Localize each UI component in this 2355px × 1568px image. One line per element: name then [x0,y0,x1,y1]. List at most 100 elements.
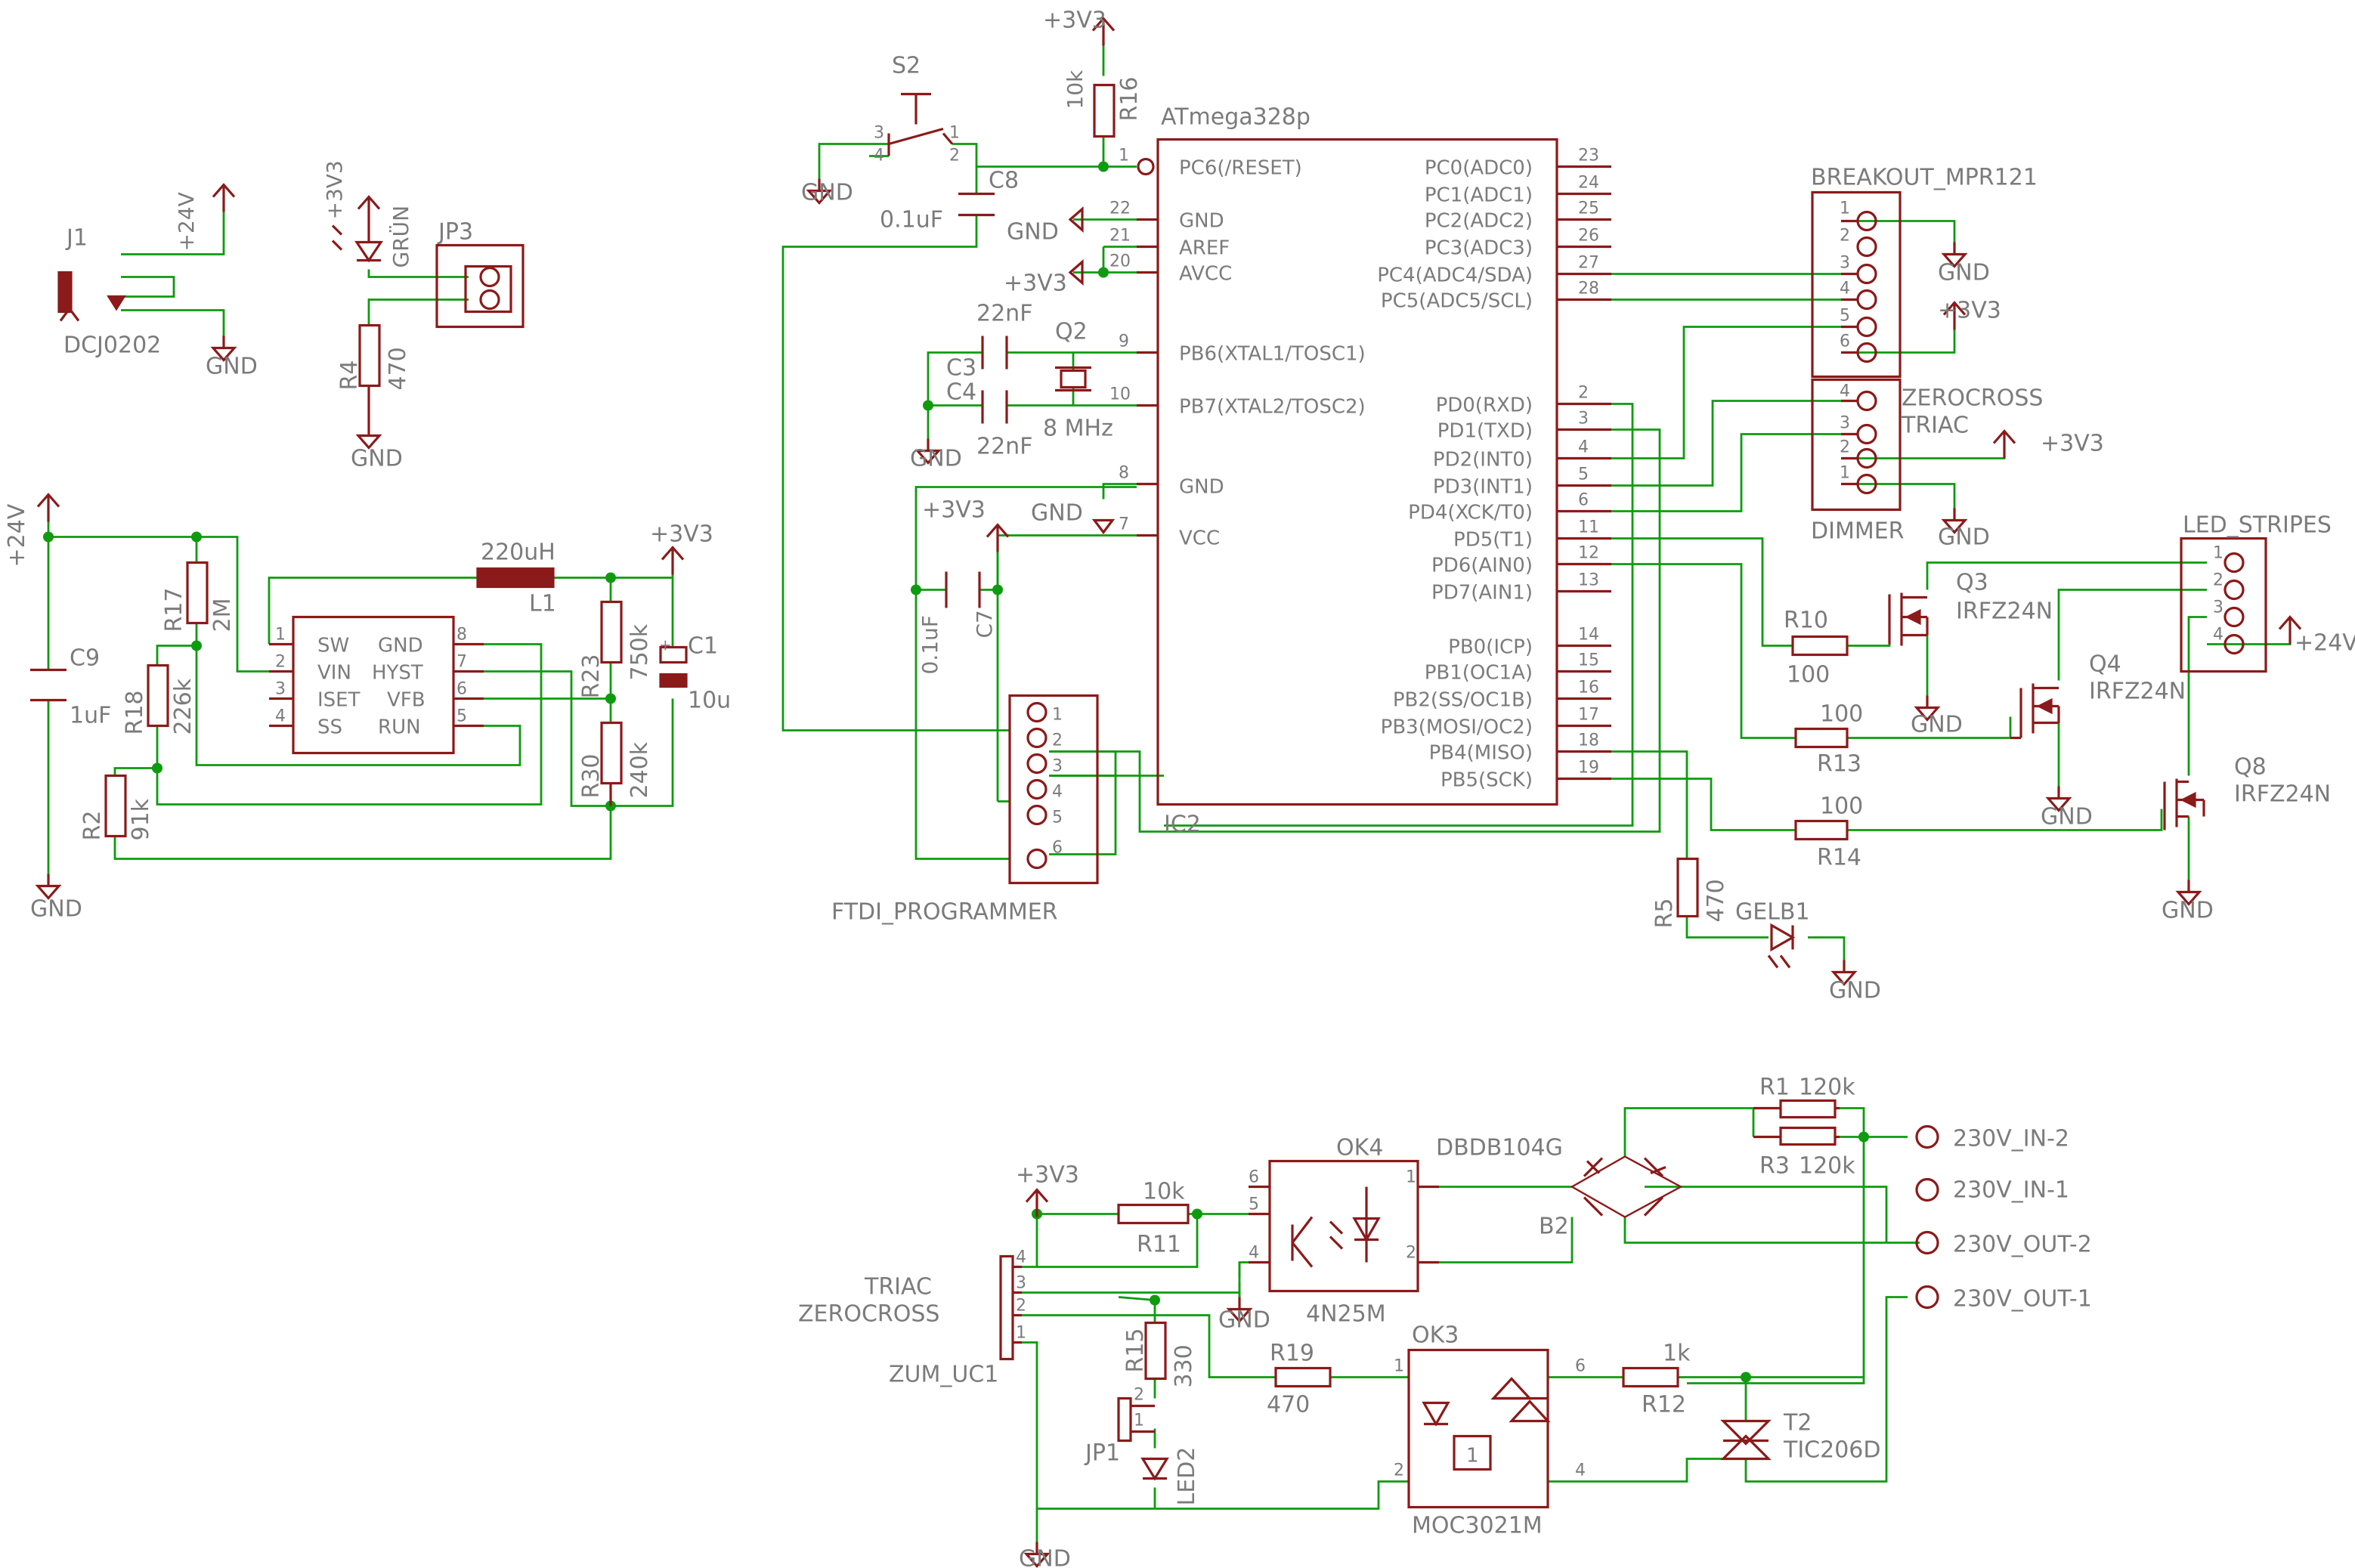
pin9-mcu: 9 [1119,332,1129,351]
p3v3-bottom: +3V3 [1016,1162,1079,1189]
pin8-mcu: 8 [1119,464,1129,483]
mpr-pin2: 2 [1840,227,1850,246]
mcu-pc5: PC5(ADC5/SCL) [1381,290,1533,313]
pin1-reg: 1 [275,626,286,645]
gnd-j1: GND [206,354,258,380]
mcu-pd2: PD2(INT0) [1433,449,1533,472]
mcu-num-26: 26 [1578,227,1599,246]
p3v3-avcc: +3V3 [1004,271,1067,297]
b2-label: B2 [1539,1214,1569,1240]
pin6-reg: 6 [456,680,467,699]
r13-value: 100 [1820,701,1863,728]
con-pin3: 3 [1016,1274,1026,1293]
mcu-aref: AREF [1179,237,1230,260]
ok3-inner: 1 [1466,1445,1479,1467]
reg-pin-ss: SS [317,716,342,739]
mcu-pd7: PD7(AIN1) [1431,582,1533,605]
r18-label: R18 [122,690,148,735]
c4-value: 22nF [976,434,1032,460]
r19-value: 470 [1267,1392,1310,1418]
c7-value: 0.1uF [918,615,942,674]
c1-value: 10u [688,688,731,714]
con-zum-uc1: ZUM_UC1 [889,1362,998,1388]
l1-value: 220uH [481,540,555,566]
mpr-pin6: 6 [1840,332,1850,351]
triac-label: TRIAC [1901,413,1969,439]
mcu-pb2: PB2(SS/OC1B) [1393,689,1533,712]
s2-label: S2 [892,53,921,79]
pin21-mcu: 21 [1109,227,1131,246]
q4-label: Q4 [2089,651,2121,678]
con-triac: TRIAC [864,1274,932,1300]
reg-pin-vin: VIN [317,662,351,685]
mcu-avcc: AVCC [1179,263,1232,286]
con-pin2: 2 [1016,1297,1026,1316]
r17-label: R17 [161,587,187,632]
q8-label: Q8 [2234,754,2267,781]
zerocross-label: ZEROCROSS [1902,385,2043,412]
t2-value: TIC206D [1783,1437,1880,1464]
mcu-pb0: PB0(ICP) [1448,636,1533,659]
mcu-pb3: PB3(MOSI/OC2) [1381,716,1533,739]
l1-label: L1 [529,591,556,617]
r16-label: R16 [1116,76,1143,121]
r19-label: R19 [1270,1341,1314,1367]
gruen-label: GRÜN [388,206,413,268]
dim-pin3: 3 [1840,414,1850,433]
mcu-pd5: PD5(T1) [1453,529,1533,552]
p3v3-dim: +3V3 [2041,431,2104,457]
ftdi-pin4: 4 [1052,783,1063,802]
mcu-num-11: 11 [1578,518,1599,537]
pin3-reg: 3 [275,680,286,699]
j1-label: J1 [65,225,88,252]
p3v3-reg: +3V3 [650,521,713,548]
r1-label: R1 [1759,1075,1790,1101]
gnd-q3: GND [1911,712,1963,738]
reg-pin-hyst: HYST [372,662,423,685]
r5-value: 470 [1703,879,1729,922]
q2-label: Q2 [1055,319,1088,345]
mcu-name: ATmega328p [1161,104,1311,131]
ok4-pin4: 4 [1249,1244,1259,1263]
reg-pin-vfb: VFB [387,689,426,712]
mcu-num-3: 3 [1578,410,1589,428]
con-zerocross: ZEROCROSS [798,1301,939,1328]
in2-label: 230V_IN-2 [1953,1126,2069,1152]
mpr-label: BREAKOUT_MPR121 [1811,165,2038,191]
c1-label: C1 [688,633,718,660]
mcu-num-17: 17 [1578,706,1599,725]
mcu-pd4: PD4(XCK/T0) [1408,502,1533,524]
dim-pin4: 4 [1840,382,1850,401]
c8-value: 0.1uF [880,207,943,233]
gnd-left: GND [30,896,82,923]
pin1-mcu: 1 [1119,147,1129,165]
ok3-pin1: 1 [1394,1357,1404,1376]
gnd-mcu1: GND [1007,219,1059,246]
r11-label: R11 [1137,1232,1181,1258]
pin7-mcu: 7 [1119,515,1129,534]
out2-label: 230V_OUT-2 [1953,1232,2092,1258]
gnd-ok4: GND [1218,1307,1270,1334]
pin4-reg: 4 [275,707,286,726]
pin20-mcu: 20 [1109,252,1131,271]
mcu-pb7: PB7(XTAL2/TOSC2) [1179,396,1366,419]
ok4-value: 4N25M [1306,1301,1386,1328]
mcu-num-18: 18 [1578,731,1599,750]
s2-pin2: 2 [949,147,960,165]
r13-label: R13 [1817,751,1861,778]
pin7-reg: 7 [456,653,467,672]
con-pin1: 1 [1016,1324,1026,1343]
mcu-pb1: PB1(OC1A) [1425,662,1533,685]
s2-pin4: 4 [874,147,884,165]
q8-value: IRFZ24N [2234,781,2331,808]
r10-value: 100 [1787,662,1830,688]
mcu-pd6: PD6(AIN0) [1431,555,1533,577]
reg-pin-iset: ISET [317,689,361,712]
pin10-mcu: 10 [1109,385,1131,404]
r12-value: 1k [1663,1341,1691,1367]
dim-pin1: 1 [1840,464,1850,483]
mcu-pc4: PC4(ADC4/SDA) [1377,264,1533,287]
led-pin3: 3 [2213,598,2223,617]
r15-value: 330 [1171,1344,1197,1387]
mcu-num-2: 2 [1578,384,1589,403]
